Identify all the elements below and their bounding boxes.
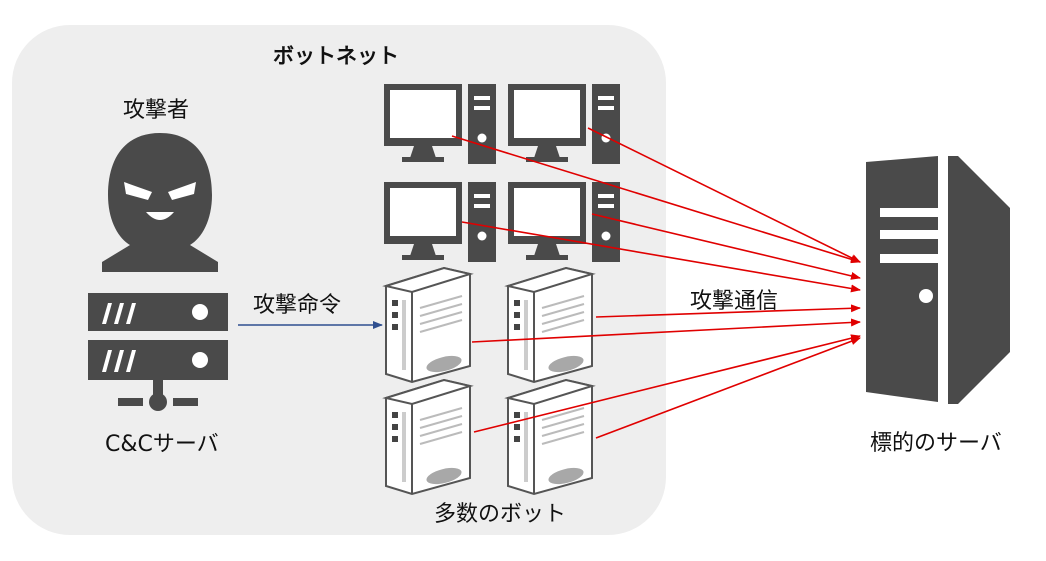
attack-arrow xyxy=(461,221,861,293)
rack-server-icon xyxy=(88,293,228,411)
botnet-title: ボットネット xyxy=(273,44,399,68)
tower-server-icon xyxy=(507,379,593,495)
attack-arrow xyxy=(451,135,861,264)
attack-arrow xyxy=(473,334,861,433)
attack-arrow xyxy=(471,318,861,343)
tower-server-icon xyxy=(385,379,471,495)
attack-arrow xyxy=(595,304,861,318)
attack-arrows xyxy=(451,127,861,439)
attack-arrow xyxy=(591,213,861,280)
attack-arrow xyxy=(587,127,861,263)
tower-server-icon xyxy=(385,267,471,383)
bots-label: 多数のボット xyxy=(434,502,567,527)
attack-command-label: 攻撃命令 xyxy=(253,293,342,318)
tower-server-icon xyxy=(507,267,593,383)
target-server-label: 標的のサーバ xyxy=(870,431,1002,456)
attacker-label: 攻撃者 xyxy=(123,98,190,123)
target-server-icon xyxy=(866,156,1010,404)
attack-arrow xyxy=(595,337,861,439)
cc-server-label: C&Cサーバ xyxy=(105,432,219,457)
attack-traffic-label: 攻撃通信 xyxy=(690,289,779,314)
masked-hacker-icon xyxy=(102,133,218,272)
